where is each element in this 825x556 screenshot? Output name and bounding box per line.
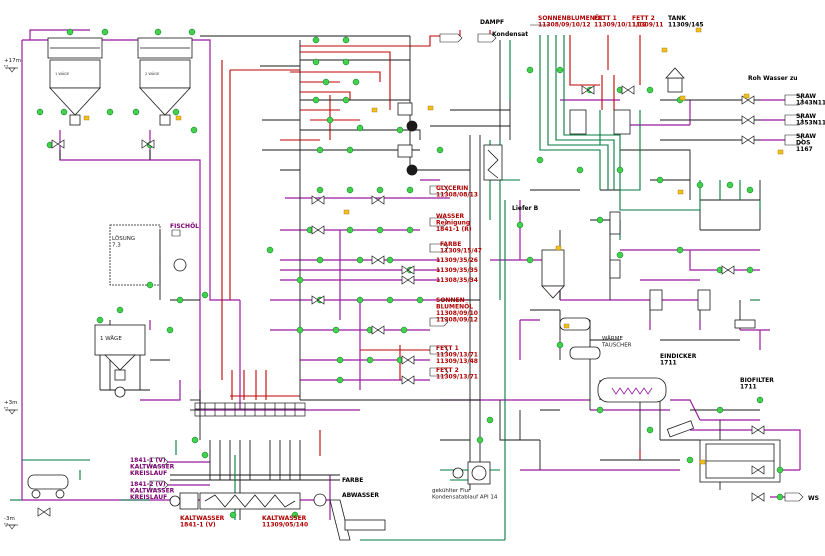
silo-1-label: 1 WÄGE [55, 71, 70, 76]
label-level-1: +17m▽ [4, 58, 21, 71]
label-level-5: -3m▽ [4, 516, 15, 529]
silo-1 [47, 37, 103, 126]
label-sraw-1: SRAW1343N1120 [796, 93, 825, 107]
label-level-2: +3m▽ [4, 400, 17, 413]
label-abwasser-bottom: ABWASSER [342, 492, 379, 499]
label-farbe-sub-1: 11309/35/26 [436, 257, 478, 264]
silo-2-label: 2 WÄGE [145, 71, 160, 76]
label-lieferant-b: Liefer B [512, 205, 539, 212]
silo-2 [137, 37, 193, 126]
label-kondensat: Kondensat [492, 31, 528, 38]
pump-station [452, 461, 491, 485]
label-tank-central: 1 WÄGE [100, 335, 122, 342]
label-fischoel: FISCHÖL [170, 223, 199, 230]
separator [541, 211, 621, 299]
dosing-unit [94, 224, 187, 398]
steam-lines [221, 30, 641, 460]
outlet-flags [149, 24, 804, 502]
condensate-unit [483, 144, 503, 181]
manifold-block [194, 402, 306, 417]
heat-exchanger-1 [397, 102, 418, 176]
water-lines [10, 35, 761, 541]
label-rohwasser: Roh Wasser zu [748, 75, 798, 82]
instrument-set [36, 28, 784, 519]
label-farbe-bottom: FARBE [342, 477, 363, 484]
yellow-tags [83, 27, 784, 465]
valve-symbols [37, 85, 765, 517]
label-farbe-sub-2: 11309/35/35 [436, 267, 478, 274]
biofilter [699, 439, 781, 483]
left-bottom-vessel [27, 474, 69, 499]
label-sraw-2: SRAW1353N1114 [796, 113, 825, 127]
extruder [169, 492, 301, 510]
screw-feeder [313, 493, 386, 541]
drum-units [559, 289, 756, 438]
label-dampf: DAMPF [480, 19, 504, 26]
label-ws: WS [808, 495, 819, 502]
right-top-vessels [569, 67, 685, 135]
label-farbe-sub-3: 11308/35/34 [436, 277, 478, 284]
elevation-marks [6, 67, 18, 530]
